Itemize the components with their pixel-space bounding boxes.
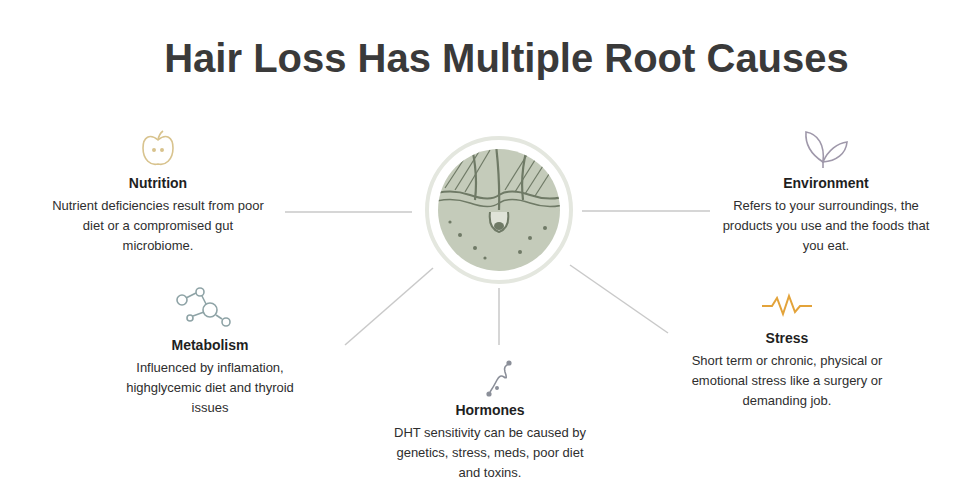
- leaf-icon: [806, 132, 847, 168]
- molecule-icon: [177, 288, 230, 326]
- cause-description: DHT sensitivity can be caused by genetic…: [384, 423, 596, 483]
- apple-icon: [143, 131, 173, 164]
- cause-heading: Hormones: [384, 400, 596, 420]
- cause-heading: Environment: [716, 173, 936, 193]
- cause-heading: Metabolism: [115, 335, 305, 355]
- cause-group: NutritionNutrient deficiencies result fr…: [48, 173, 268, 256]
- follicle-illustration: [427, 138, 571, 282]
- cause-group: EnvironmentRefers to your surroundings, …: [716, 173, 936, 256]
- wave-icon: [762, 296, 812, 314]
- diagram-title: Hair Loss Has Multiple Root Causes: [0, 34, 965, 82]
- cause-group: MetabolismInfluenced by inflamation, hig…: [115, 335, 305, 418]
- cause-description: Influenced by inflamation, highglycemic …: [115, 358, 305, 418]
- cause-description: Nutrient deficiencies result from poor d…: [48, 196, 268, 256]
- hormone-icon: [487, 361, 511, 396]
- cause-group: HormonesDHT sensitivity can be caused by…: [384, 400, 596, 483]
- cause-heading: Nutrition: [48, 173, 268, 193]
- cause-group: StressShort term or chronic, physical or…: [673, 328, 901, 411]
- cause-description: Refers to your surroundings, the product…: [716, 196, 936, 256]
- cause-heading: Stress: [673, 328, 901, 348]
- cause-description: Short term or chronic, physical or emoti…: [673, 351, 901, 411]
